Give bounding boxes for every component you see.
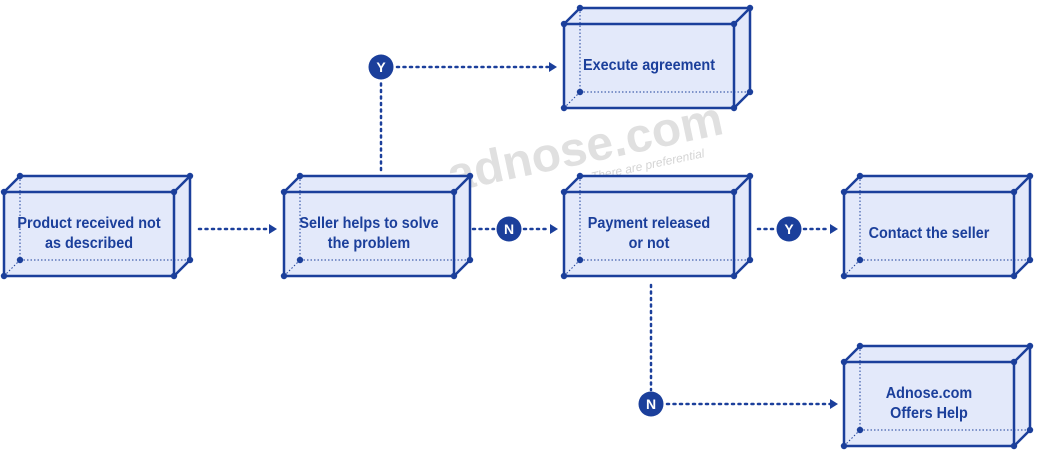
box-vertex — [186, 172, 194, 180]
box-fill — [4, 176, 190, 276]
box-vertex — [450, 188, 458, 196]
box-vertex — [170, 272, 178, 280]
arrow-head-icon — [830, 224, 838, 234]
box-vertex — [730, 272, 738, 280]
box-vertex — [1010, 188, 1018, 196]
decision-label-seller-no: N — [504, 221, 514, 237]
box-product — [0, 172, 194, 280]
box-vertex — [576, 172, 584, 180]
box-fill — [284, 176, 470, 276]
arrow-head-icon — [550, 224, 558, 234]
box-payment — [560, 172, 754, 280]
decision-node-payment-no — [638, 391, 664, 417]
box-vertex — [840, 358, 848, 366]
box-vertex — [296, 172, 304, 180]
box-vertex — [450, 272, 458, 280]
box-vertex — [730, 104, 738, 112]
box-vertex — [560, 20, 568, 28]
decision-node-seller-yes — [368, 54, 394, 80]
box-fill — [564, 8, 750, 108]
box-seller — [280, 172, 474, 280]
box-vertex — [576, 256, 584, 264]
box-adnose — [840, 342, 1034, 450]
box-vertex — [560, 272, 568, 280]
box-vertex — [1026, 342, 1034, 350]
box-vertex — [746, 172, 754, 180]
box-vertex — [856, 342, 864, 350]
box-vertex — [746, 256, 754, 264]
box-vertex — [16, 172, 24, 180]
box-fill — [844, 176, 1030, 276]
box-vertex — [840, 188, 848, 196]
box-vertex — [1026, 256, 1034, 264]
box-execute — [560, 4, 754, 112]
decision-label-seller-yes: Y — [376, 59, 386, 75]
box-label-contact: Contact the seller — [868, 225, 990, 242]
box-vertex — [856, 256, 864, 264]
box-vertex — [856, 172, 864, 180]
box-vertex — [16, 256, 24, 264]
box-vertex — [1010, 358, 1018, 366]
box-vertex — [170, 188, 178, 196]
decision-node-seller-no — [496, 216, 522, 242]
decision-node-payment-yes — [776, 216, 802, 242]
box-vertex — [856, 426, 864, 434]
box-vertex — [730, 188, 738, 196]
box-vertex — [1026, 172, 1034, 180]
box-vertex — [280, 272, 288, 280]
box-vertex — [1010, 272, 1018, 280]
box-vertex — [576, 4, 584, 12]
box-vertex — [1026, 426, 1034, 434]
box-vertex — [186, 256, 194, 264]
box-vertex — [0, 272, 8, 280]
box-vertex — [746, 88, 754, 96]
box-label-execute: Execute agreement — [582, 57, 716, 74]
arrow-head-icon — [269, 224, 277, 234]
box-vertex — [466, 256, 474, 264]
arrow-head-icon — [830, 399, 838, 409]
box-vertex — [560, 104, 568, 112]
box-vertex — [1010, 442, 1018, 450]
box-vertex — [576, 88, 584, 96]
box-contact — [840, 172, 1034, 280]
box-vertex — [560, 188, 568, 196]
box-vertex — [280, 188, 288, 196]
box-fill — [564, 176, 750, 276]
box-vertex — [840, 272, 848, 280]
box-vertex — [746, 4, 754, 12]
decision-label-payment-yes: Y — [784, 221, 794, 237]
box-vertex — [296, 256, 304, 264]
decision-label-payment-no: N — [646, 396, 656, 412]
arrow-head-icon — [549, 62, 557, 72]
box-vertex — [466, 172, 474, 180]
box-vertex — [730, 20, 738, 28]
box-vertex — [0, 188, 8, 196]
box-fill — [844, 346, 1030, 446]
box-vertex — [840, 442, 848, 450]
